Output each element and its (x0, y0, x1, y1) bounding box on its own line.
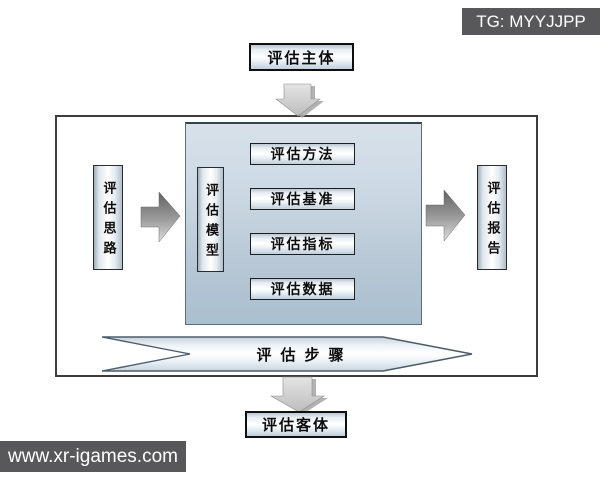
down-arrow-bottom-icon (269, 376, 328, 414)
node-evaluation-subject: 评估主体 (249, 43, 354, 71)
right-arrow-left-icon (140, 191, 181, 243)
down-arrow-top-icon (275, 83, 324, 118)
node-evaluation-model: 评估模型 (197, 167, 224, 272)
site-watermark-badge: www.xr-igames.com (0, 441, 186, 472)
system-boundary (55, 115, 538, 377)
steps-banner-arrow (101, 336, 473, 372)
node-evaluation-benchmark: 评估基准 (250, 188, 355, 210)
node-evaluation-indicator: 评估指标 (250, 233, 355, 255)
steps-banner-label: 评估步骤 (256, 345, 353, 364)
node-evaluation-data: 评估数据 (250, 278, 355, 300)
node-evaluation-object: 评估客体 (245, 411, 347, 438)
node-evaluation-idea: 评估思路 (93, 165, 123, 270)
node-evaluation-report: 评估报告 (477, 165, 507, 270)
right-arrow-right-icon (425, 189, 466, 242)
tg-watermark-badge: TG: MYYJJPP (462, 8, 600, 35)
node-evaluation-method: 评估方法 (250, 143, 355, 165)
